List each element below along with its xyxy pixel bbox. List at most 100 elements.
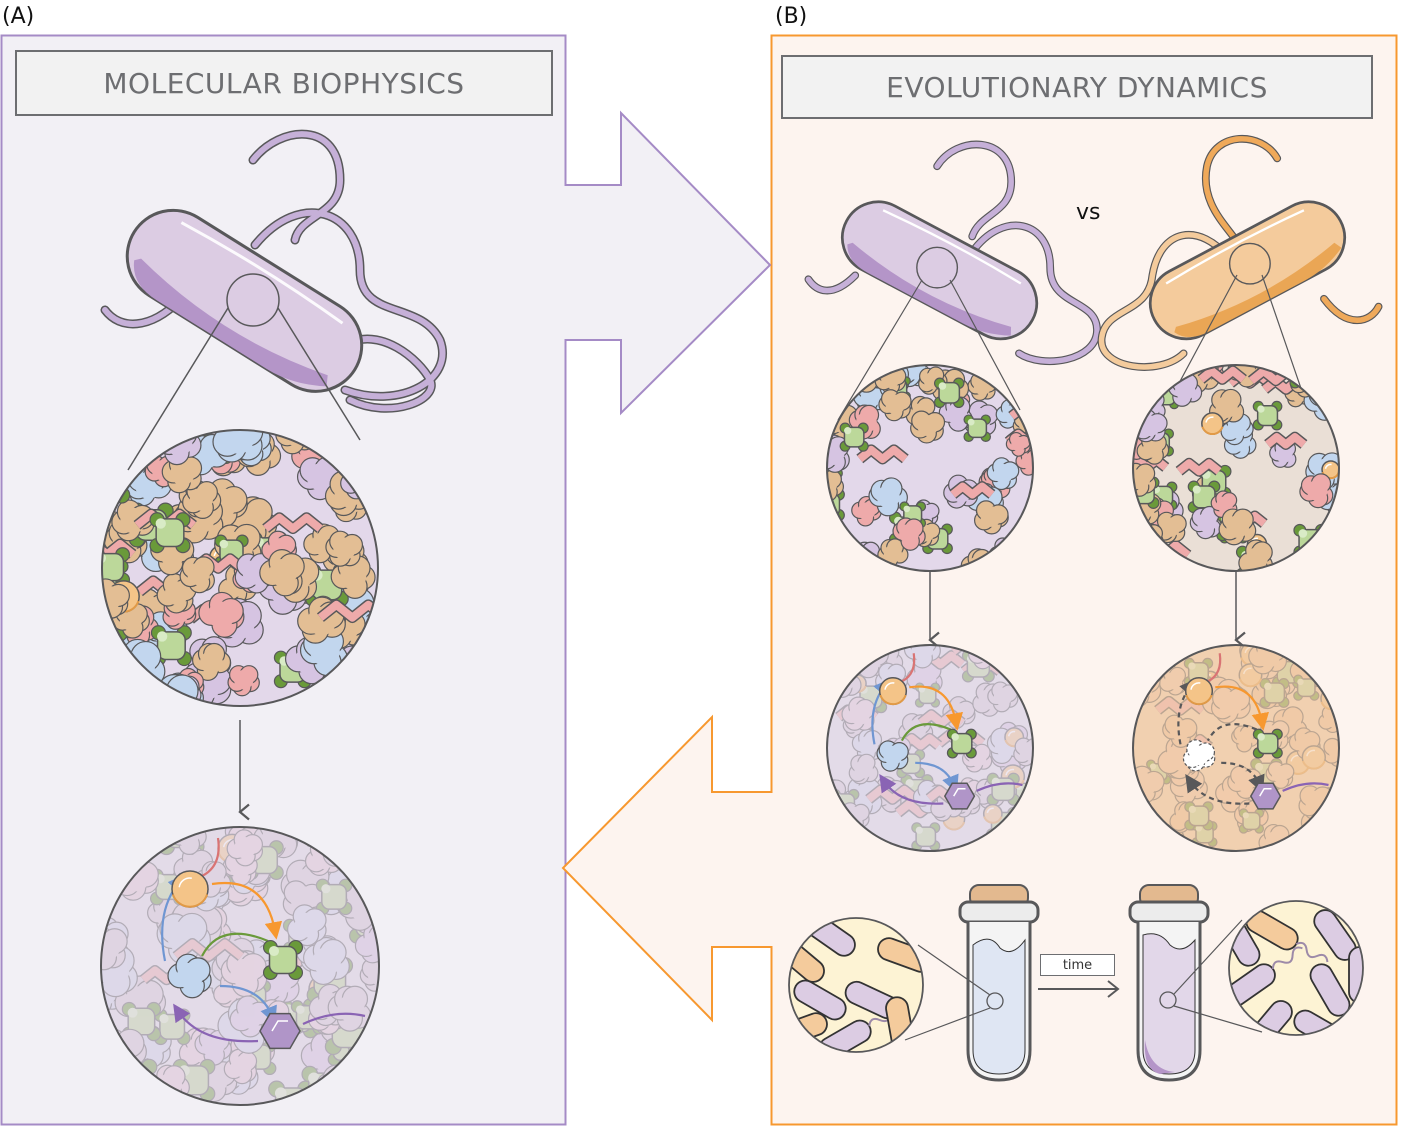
activation-orange [1215, 685, 1269, 731]
protein-green [839, 422, 869, 452]
protein-green [1271, 656, 1304, 689]
protein-green [986, 772, 1020, 806]
protein-tan [282, 880, 325, 921]
protein-pink-chain [172, 938, 245, 963]
protein-violet [1264, 665, 1296, 698]
protein-pink-chain [1175, 457, 1223, 477]
protein-pink [178, 1027, 220, 1072]
inhibition-green [900, 723, 952, 742]
protein-blue [287, 904, 327, 947]
protein-tan [877, 538, 909, 569]
node-green-protein [946, 728, 977, 759]
protein-tan [1155, 511, 1187, 544]
panel-a-label: (A) [2, 4, 35, 29]
protein-pink [851, 495, 882, 527]
panel-a-title: MOLECULAR BIOPHYSICS [103, 66, 465, 100]
protein-violet [996, 721, 1029, 753]
protein-pink-chain [856, 444, 909, 465]
protein-blue [986, 727, 1026, 765]
protein-violet [300, 1031, 350, 1082]
protein-tan [229, 836, 278, 886]
protein-violet [1159, 665, 1187, 696]
node-purple-hexagon [943, 782, 976, 810]
activation-blue-down [219, 984, 277, 1025]
protein-tan [878, 389, 912, 422]
protein-blue [842, 776, 883, 818]
protein-tan [325, 530, 364, 567]
activation-purple [879, 773, 944, 805]
panel-b-label: (B) [775, 4, 808, 29]
protein-pink [222, 852, 258, 886]
node-orange-ball [1184, 676, 1214, 706]
protein-blue [189, 872, 233, 915]
inhibition-red [901, 653, 916, 683]
protein-tan [192, 1056, 238, 1103]
protein-blue [1215, 775, 1251, 813]
protein-pink-chain [915, 650, 966, 670]
protein-blue [101, 945, 138, 998]
protein-green [1252, 400, 1283, 431]
protein-green [911, 822, 941, 851]
protein-green [121, 1001, 162, 1042]
protein-tan [280, 859, 332, 910]
protein-orange-ball [1238, 663, 1263, 688]
protein-pink [848, 404, 881, 440]
protein-tan [114, 975, 167, 1027]
protein-green [963, 414, 992, 442]
protein-tan [1218, 508, 1257, 546]
purple-input-line [976, 782, 1023, 792]
protein-tan [910, 410, 946, 444]
protein-tan [842, 710, 873, 739]
node-green-protein [1252, 728, 1283, 759]
protein-pink [223, 1048, 258, 1085]
protein-pink-chain [894, 798, 946, 819]
protein-tan [1013, 737, 1033, 767]
protein-violet [1168, 373, 1203, 407]
protein-pink-chain [1197, 365, 1247, 385]
test-tube-start [904, 884, 1040, 1082]
protein-green [306, 957, 354, 1004]
protein-orange-ball [1201, 412, 1224, 436]
protein-violet [990, 739, 1028, 776]
protein-green [1191, 821, 1218, 848]
protein-green [914, 682, 941, 708]
protein-blue [130, 1024, 172, 1068]
protein-green [240, 1039, 277, 1076]
bacterium-purple-ancestor [804, 140, 1101, 366]
protein-blue [302, 936, 350, 986]
protein-pink-chain [835, 704, 879, 723]
protein-pink [226, 829, 264, 867]
protein-tan [191, 642, 232, 681]
protein-pink [1299, 473, 1334, 509]
protein-pink-chain [262, 512, 324, 535]
protein-pink [222, 827, 263, 867]
protein-blue [309, 867, 357, 916]
protein-pink [307, 994, 348, 1035]
purple-input-line [302, 1012, 366, 1025]
bacterium-in-population [1229, 946, 1303, 1007]
protein-green [1259, 678, 1290, 708]
protein-pink-chain [291, 949, 351, 971]
bacterium-in-population [793, 979, 847, 1021]
protein-pink [230, 1023, 275, 1068]
protein-tan [1288, 727, 1321, 760]
inhibition-green [1206, 723, 1258, 742]
protein-pink [198, 591, 245, 638]
activation-purple [1185, 773, 1250, 805]
protein-orange-ball [217, 833, 248, 864]
bacterium-orange-evolved [1097, 134, 1383, 371]
protein-tan [1169, 801, 1201, 833]
inhibition-green [201, 932, 269, 957]
protein-orange-ball [982, 803, 1003, 824]
protein-tan [1133, 462, 1157, 497]
test-tube-end [1128, 884, 1263, 1082]
protein-pink-chain [865, 784, 920, 805]
protein-violet [229, 995, 271, 1038]
protein-green [149, 512, 191, 554]
protein-tan [848, 753, 879, 785]
protein-pink [841, 696, 876, 731]
protein-green [243, 840, 284, 880]
protein-tan [974, 500, 1009, 535]
inhibition-red [201, 837, 220, 877]
